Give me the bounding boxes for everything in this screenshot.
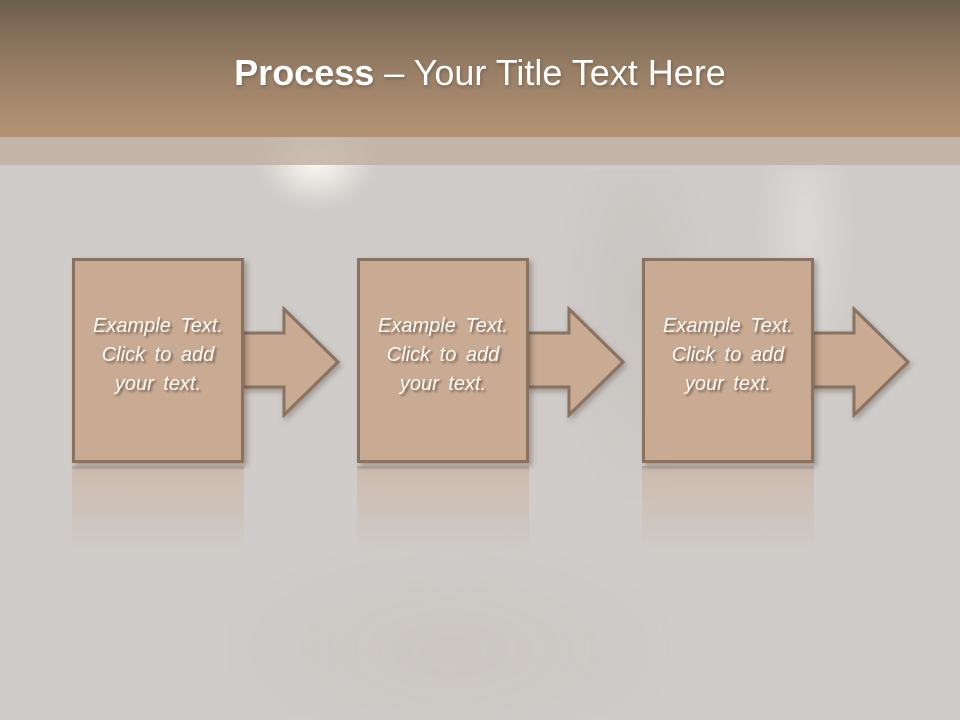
step-reflection-3 <box>642 466 814 562</box>
step-text-2: Example Text. Click to add your text. <box>378 315 508 395</box>
flow-arrow-right-icon <box>526 306 626 418</box>
title-rest: – Your Title Text Here <box>384 52 726 93</box>
step-text-3: Example Text. Click to add your text. <box>663 315 793 395</box>
step-text-1: Example Text. Click to add your text. <box>93 315 223 395</box>
process-step-1: Example Text. Click to add your text. <box>72 258 341 562</box>
step-box-2[interactable]: Example Text. Click to add your text. <box>357 258 529 463</box>
step-reflection-2 <box>357 466 529 562</box>
process-step-2: Example Text. Click to add your text. <box>357 258 626 562</box>
step-box-1[interactable]: Example Text. Click to add your text. <box>72 258 244 463</box>
background-bottom-swirl <box>230 545 670 720</box>
flow-arrow-right-icon <box>241 306 341 418</box>
title-keyword: Process <box>234 52 375 93</box>
header-divider-band <box>0 137 960 165</box>
step-box-3[interactable]: Example Text. Click to add your text. <box>642 258 814 463</box>
step-reflection-1 <box>72 466 244 562</box>
process-step-3: Example Text. Click to add your text. <box>642 258 911 562</box>
flow-arrow-right-icon <box>811 306 911 418</box>
header: Process– Your Title Text Here <box>0 0 960 137</box>
slide-title[interactable]: Process– Your Title Text Here <box>0 50 960 96</box>
